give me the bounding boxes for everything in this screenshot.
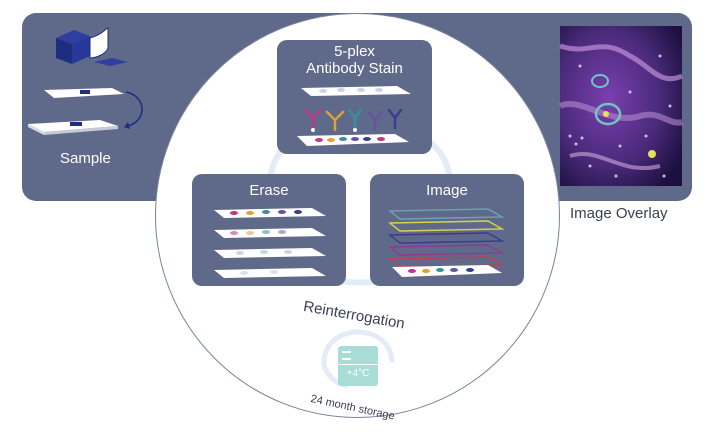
- overlay-label: Image Overlay: [570, 205, 668, 222]
- image-overlay-micrograph: [558, 26, 684, 186]
- fridge-icon: +4°C: [338, 346, 378, 386]
- sample-slides-icon: [28, 88, 143, 135]
- erase-title: Erase: [249, 182, 289, 199]
- stain-title-line1: 5-plex: [334, 43, 375, 60]
- fridge-handle-bottom: [342, 358, 351, 360]
- tissue-block-icon: [56, 27, 128, 66]
- image-layers-icon: [388, 208, 505, 277]
- stain-card: 5-plex Antibody Stain: [277, 40, 432, 154]
- erase-slides-icon: [214, 208, 326, 278]
- stain-title-line2: Antibody Stain: [306, 60, 403, 77]
- antibody-stain-icon: [297, 86, 411, 146]
- fridge-handle-top: [342, 351, 351, 353]
- fridge-divider: [338, 364, 378, 365]
- storage-temperature: +4°C: [346, 368, 370, 379]
- image-title: Image: [426, 182, 468, 199]
- sample-label: Sample: [60, 150, 111, 167]
